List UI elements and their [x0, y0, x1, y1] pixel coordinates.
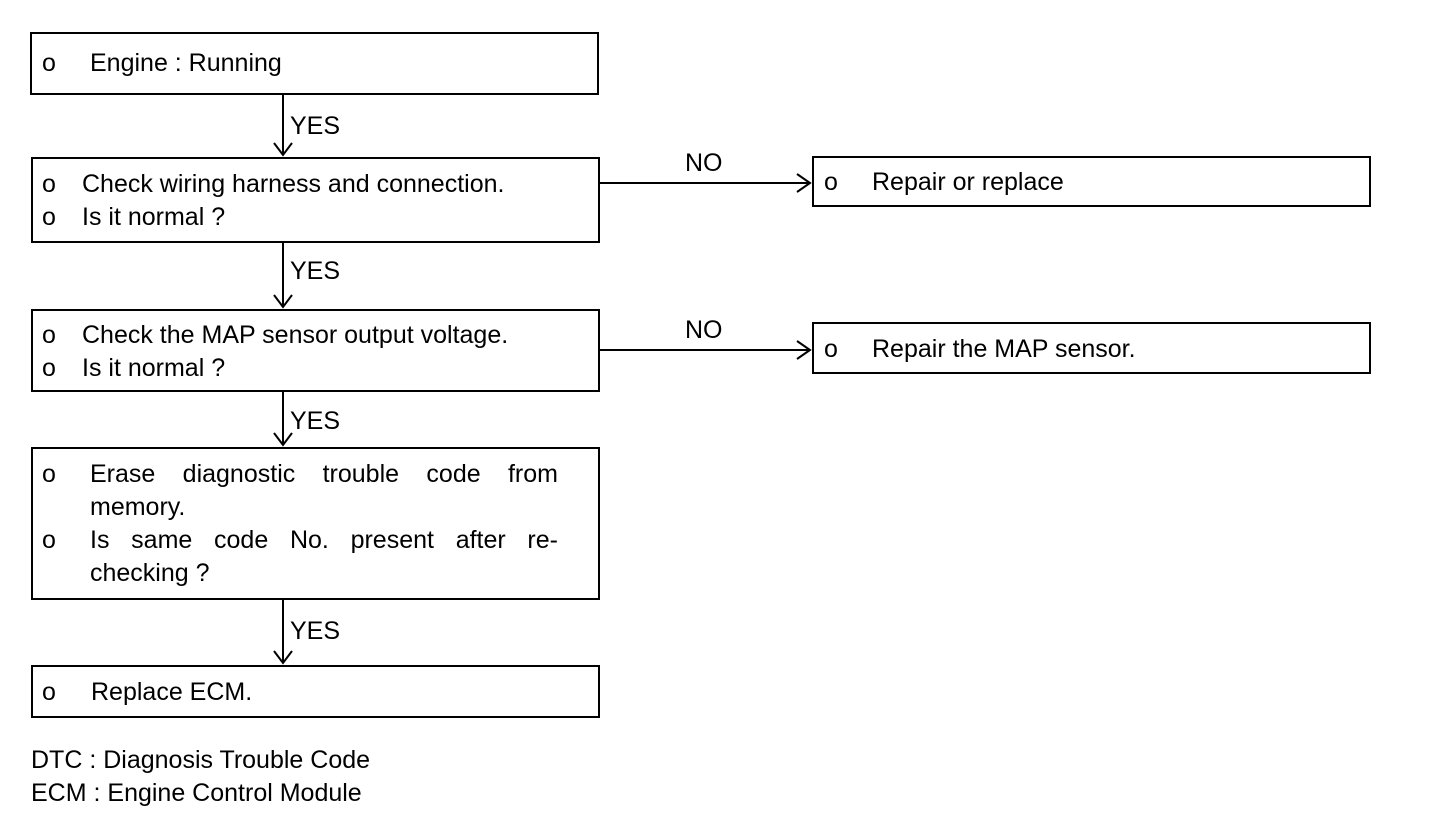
- no-arrow-1-head: [796, 173, 812, 193]
- outcome-repair-map-text: Repair the MAP sensor.: [872, 335, 1136, 363]
- step-erase-line-3: Is same code No. present after re-: [90, 526, 558, 554]
- step-map-line-2: Is it normal ?: [82, 354, 226, 382]
- step-engine-box: o Engine : Running: [30, 32, 599, 95]
- step-map-box: o Check the MAP sensor output voltage. o…: [31, 309, 600, 392]
- no-label-2: NO: [685, 316, 723, 344]
- bullet-marker: o: [42, 170, 56, 198]
- outcome-repair-wiring-box: o Repair or replace: [812, 156, 1371, 207]
- step-map-line-1: Check the MAP sensor output voltage.: [82, 321, 509, 349]
- no-label-1: NO: [685, 149, 723, 177]
- yes-label-4: YES: [290, 617, 341, 645]
- step-erase-line-1: Erase diagnostic trouble code from: [90, 460, 558, 488]
- step-wiring-box: o Check wiring harness and connection. o…: [31, 157, 600, 243]
- yes-label-3: YES: [290, 407, 341, 435]
- step-erase-box: o Erase diagnostic trouble code from mem…: [31, 447, 600, 600]
- step-ecm-text: Replace ECM.: [91, 678, 253, 706]
- step-erase-line-2: memory.: [90, 493, 186, 521]
- legend-dtc: DTC : Diagnosis Trouble Code: [31, 746, 371, 774]
- step-ecm-box: o Replace ECM.: [31, 665, 600, 718]
- bullet-marker: o: [42, 460, 56, 488]
- bullet-marker: o: [824, 335, 838, 363]
- outcome-repair-wiring-text: Repair or replace: [872, 168, 1064, 196]
- outcome-repair-map-box: o Repair the MAP sensor.: [812, 322, 1371, 374]
- step-wiring-line-1: Check wiring harness and connection.: [82, 170, 505, 198]
- yes-arrow-2-head: [273, 294, 293, 309]
- bullet-marker: o: [42, 321, 56, 349]
- yes-arrow-3-head: [273, 432, 293, 447]
- legend-ecm: ECM : Engine Control Module: [31, 779, 362, 807]
- step-wiring-line-2: Is it normal ?: [82, 203, 226, 231]
- step-erase-line-4: checking ?: [90, 559, 210, 587]
- yes-label-1: YES: [290, 112, 341, 140]
- yes-arrow-1-head: [273, 142, 293, 157]
- bullet-marker: o: [824, 168, 838, 196]
- bullet-marker: o: [42, 49, 56, 77]
- bullet-marker: o: [42, 526, 56, 554]
- yes-label-2: YES: [290, 257, 341, 285]
- yes-arrow-4-head: [273, 650, 293, 665]
- bullet-marker: o: [42, 203, 56, 231]
- no-arrow-2-head: [796, 340, 812, 360]
- step-engine-text: Engine : Running: [90, 49, 282, 77]
- bullet-marker: o: [42, 678, 56, 706]
- bullet-marker: o: [42, 354, 56, 382]
